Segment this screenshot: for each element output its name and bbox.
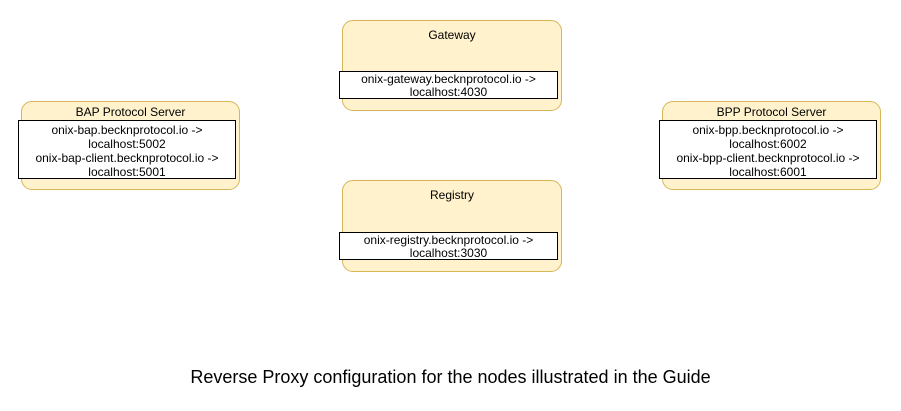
node-title-bpp-protocol-server: BPP Protocol Server: [716, 105, 827, 119]
diagram-node-bpp-protocol-server: BPP Protocol Server onix-bpp.becknprotoc…: [659, 101, 881, 190]
diagram-node-registry: Registry onix-registry.becknprotocol.io …: [339, 180, 562, 272]
mapping-line: onix-bpp.becknprotocol.io ->: [692, 123, 844, 137]
diagram-node-gateway: Gateway onix-gateway.becknprotocol.io ->…: [339, 20, 562, 111]
mapping-box-bap: onix-bap.becknprotocol.io -> localhost:5…: [18, 120, 236, 179]
mapping-line: onix-registry.becknprotocol.io ->: [363, 233, 534, 247]
diagram-caption: Reverse Proxy configuration for the node…: [190, 367, 711, 387]
mapping-line: onix-gateway.becknprotocol.io ->: [361, 72, 536, 86]
node-title-bap-protocol-server: BAP Protocol Server: [75, 105, 186, 119]
mapping-line: localhost:6001: [729, 165, 807, 179]
mapping-line: localhost:4030: [409, 85, 488, 99]
mapping-line: localhost:6002: [729, 137, 807, 151]
mapping-line: onix-bap.becknprotocol.io ->: [51, 123, 203, 137]
mapping-line: localhost:5002: [88, 137, 166, 151]
mapping-line: onix-bap-client.becknprotocol.io ->: [35, 151, 219, 165]
diagram-node-bap-protocol-server: BAP Protocol Server onix-bap.becknprotoc…: [18, 101, 240, 190]
node-title-gateway: Gateway: [428, 28, 476, 42]
mapping-line: localhost:5001: [88, 165, 166, 179]
mapping-box-registry: onix-registry.becknprotocol.io -> localh…: [339, 232, 558, 260]
mapping-box-gateway: onix-gateway.becknprotocol.io -> localho…: [339, 71, 558, 99]
mapping-line: localhost:3030: [409, 246, 488, 260]
mapping-line: onix-bpp-client.becknprotocol.io ->: [676, 151, 860, 165]
node-title-registry: Registry: [429, 188, 474, 202]
mapping-box-bpp: onix-bpp.becknprotocol.io -> localhost:6…: [659, 120, 877, 179]
